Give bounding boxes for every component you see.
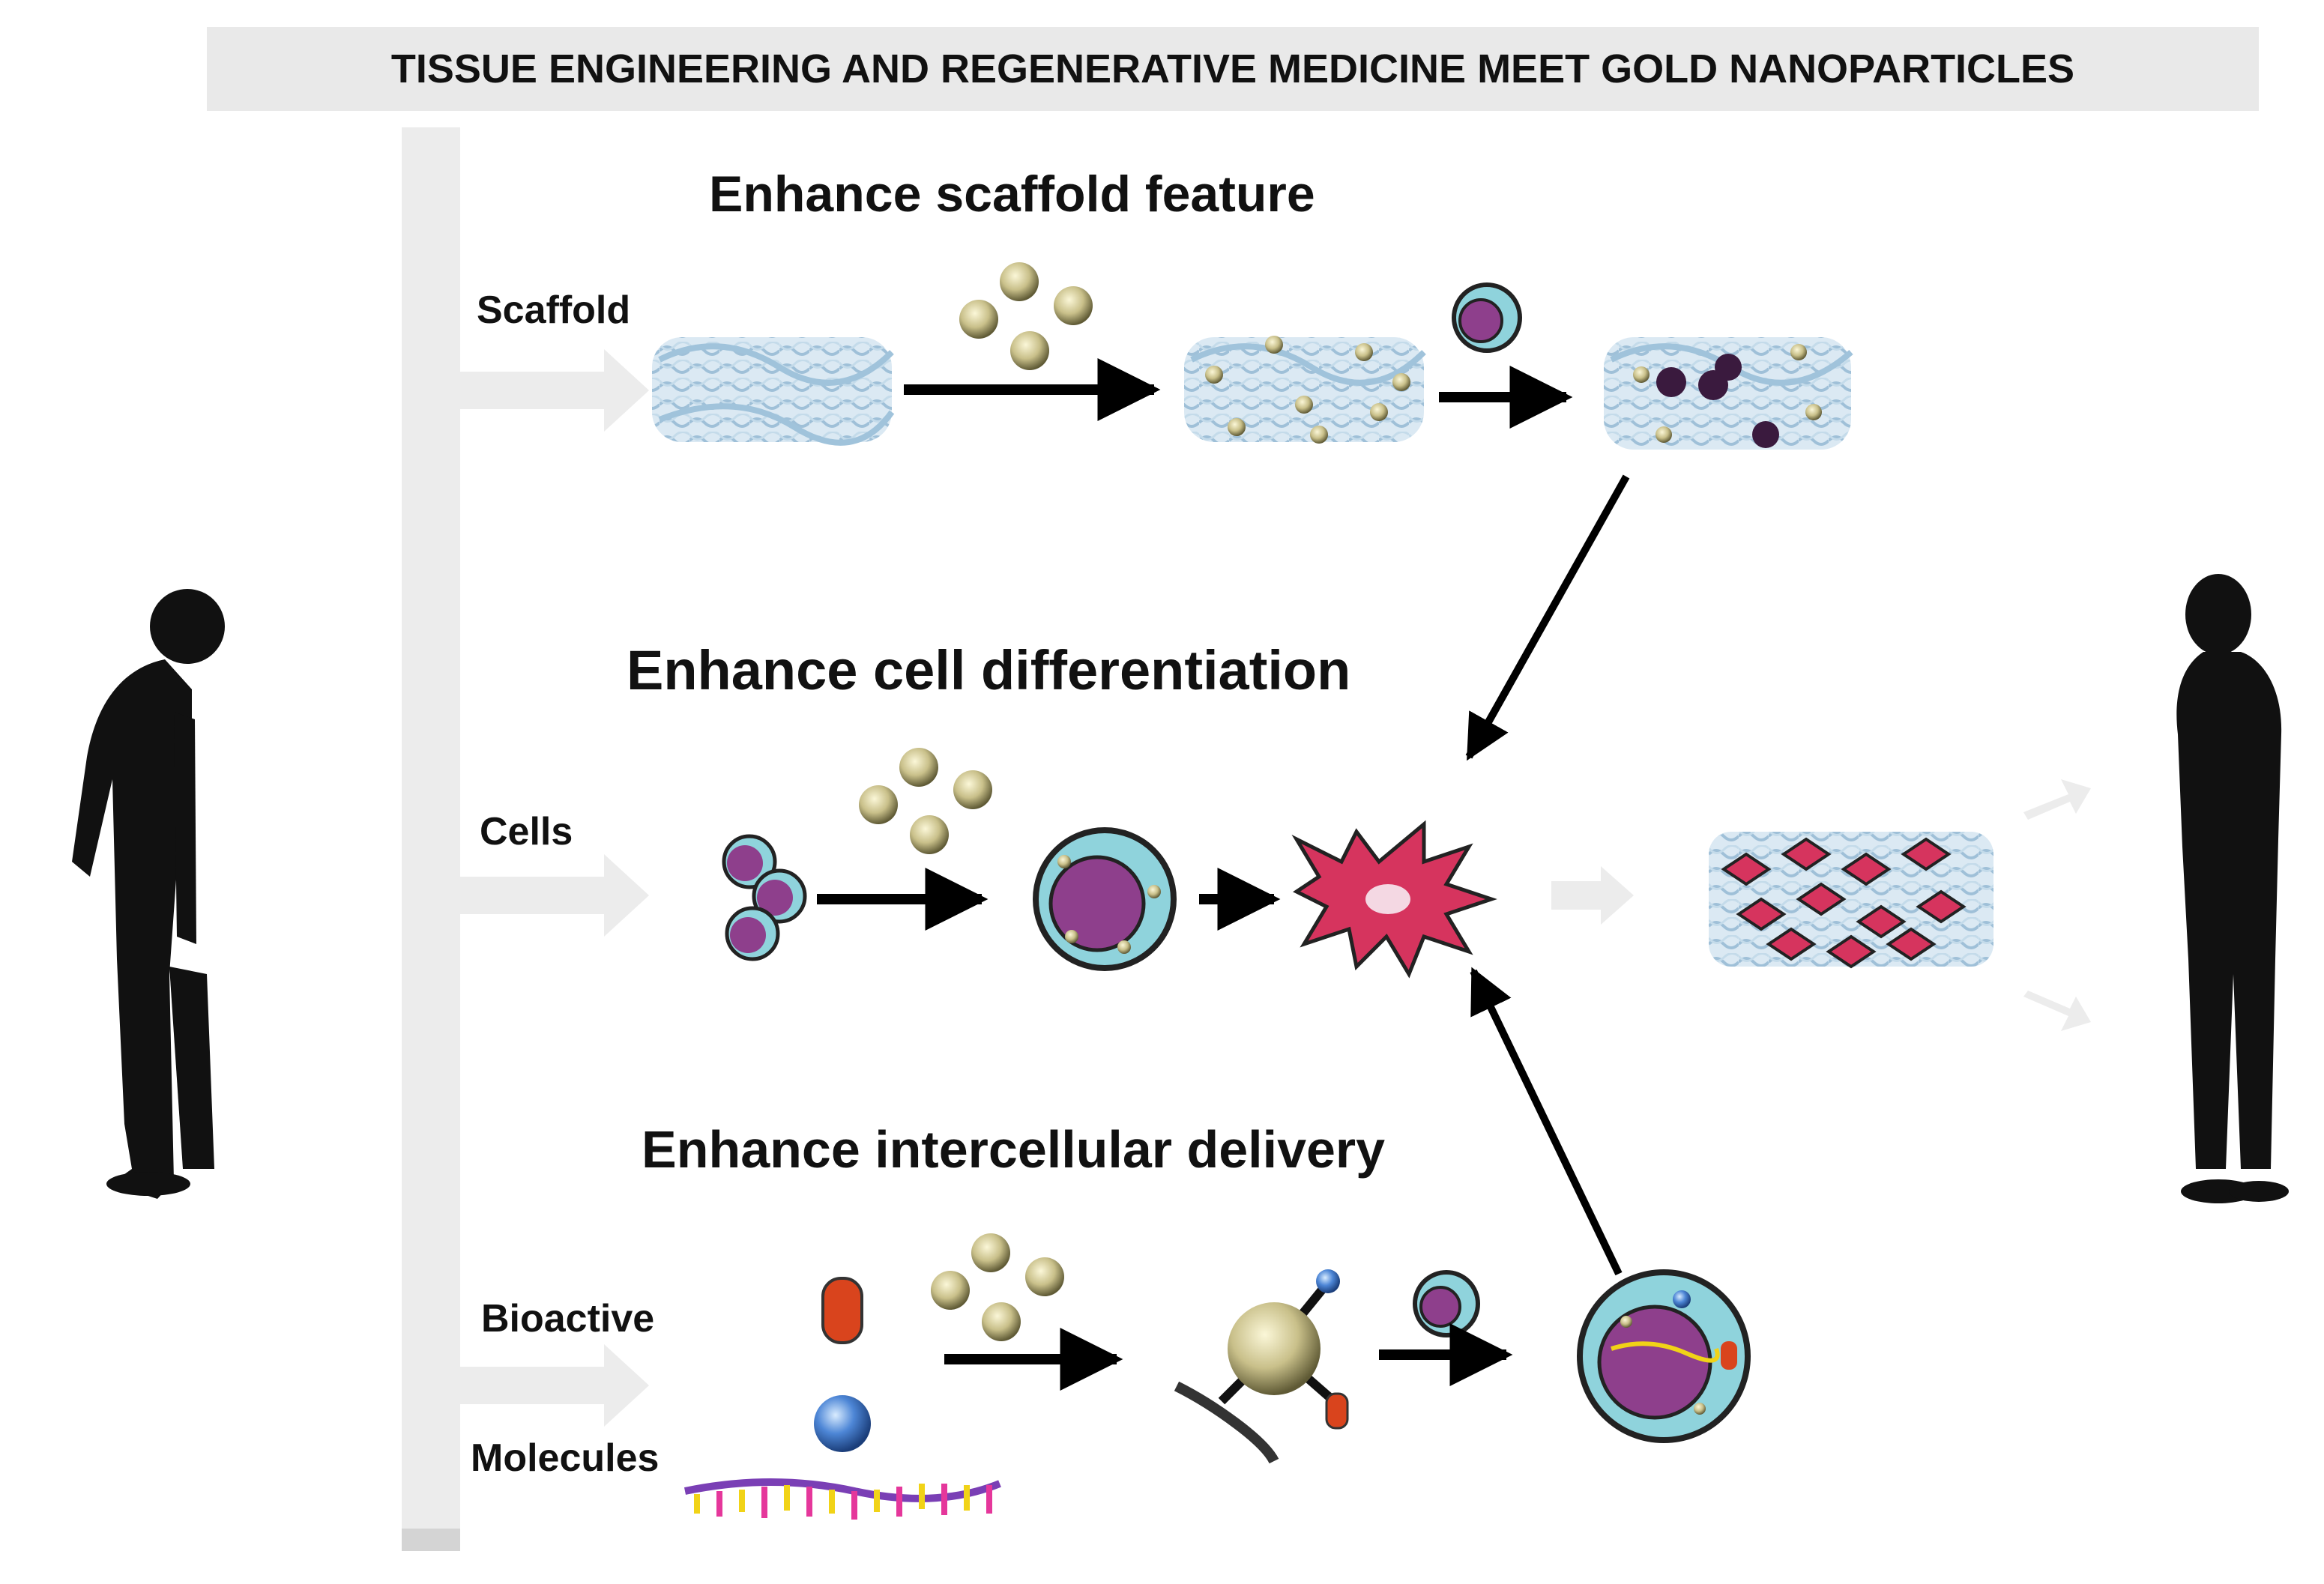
delivery-to-cell-arrow	[1470, 967, 1623, 1276]
gold-nanoparticles-3	[931, 1233, 1064, 1341]
scaffold-to-cell-arrow	[1465, 474, 1630, 761]
scaffold-with-nanoparticles	[1184, 336, 1426, 444]
dna-strand-icon	[683, 1478, 1001, 1520]
delivery-cell-icon	[1413, 1270, 1480, 1337]
patient-before-silhouette	[72, 589, 225, 1199]
cell-with-nanoparticles	[1033, 827, 1177, 971]
diagram-title: TISSUE ENGINEERING AND REGENERATIVE MEDI…	[390, 46, 2075, 91]
gold-nanoparticles-1	[959, 262, 1093, 370]
scaffold-branch-arrow	[460, 349, 649, 432]
functionalized-nanoparticle	[1174, 1269, 1349, 1464]
differentiated-cell	[1291, 820, 1497, 979]
stem-cell-cluster	[722, 834, 807, 961]
outcome-arrows	[1551, 779, 2091, 1031]
delivery-heading: Enhance intercellular delivery	[642, 1120, 1386, 1179]
cells-label: Cells	[480, 810, 573, 853]
title-banner: TISSUE ENGINEERING AND REGENERATIVE MEDI…	[207, 27, 2259, 111]
scaffold-heading: Enhance scaffold feature	[709, 166, 1315, 223]
blue-molecule-icon	[814, 1395, 871, 1452]
molecules-branch-arrow	[460, 1344, 649, 1427]
transfected-cell	[1577, 1269, 1751, 1443]
molecules-label: Molecules	[471, 1436, 660, 1480]
engineered-tissue	[1709, 832, 1993, 969]
patient-after-silhouette	[2176, 574, 2289, 1203]
term-bar	[402, 127, 460, 1551]
scaffold-plain	[652, 337, 895, 446]
gold-nanoparticles-2	[859, 748, 992, 854]
bioactive-label: Bioactive	[481, 1297, 655, 1340]
scaffold-label: Scaffold	[477, 288, 631, 332]
cells-heading: Enhance cell differentiation	[627, 639, 1351, 701]
scaffold-seeded	[1604, 337, 1853, 450]
protein-icon	[821, 1277, 863, 1344]
cells-branch-arrow	[460, 854, 649, 937]
seed-cell-icon	[1452, 282, 1522, 353]
